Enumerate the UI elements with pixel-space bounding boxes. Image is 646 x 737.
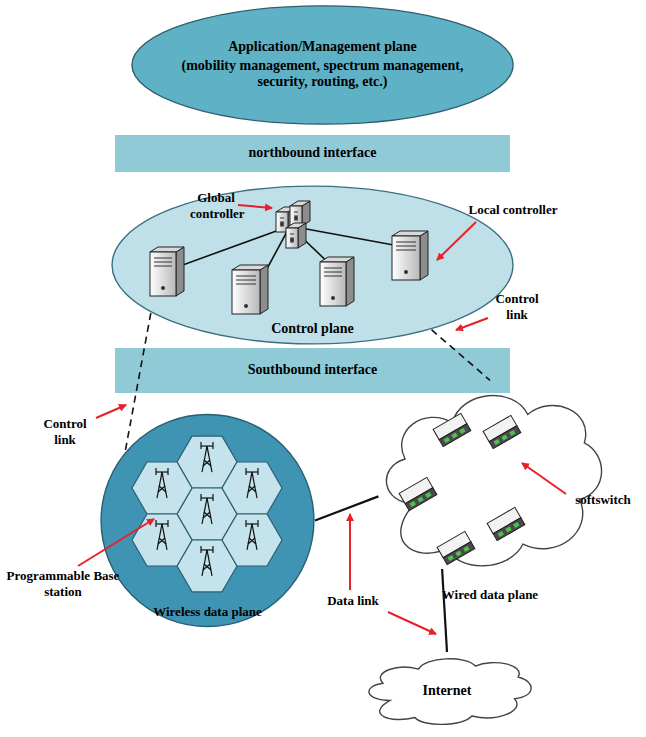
control-link — [125, 313, 151, 451]
control-link — [432, 330, 491, 381]
callout-label: Local controller — [454, 202, 572, 218]
callout-label: Programmable Base station — [4, 568, 122, 599]
callout-label: Global controller — [190, 190, 242, 221]
node-title: Wireless data plane — [153, 604, 262, 620]
node-body: (mobility management, spectrum managemen… — [158, 58, 488, 92]
node-title: Application/Management plane — [228, 39, 417, 56]
node-shape — [372, 378, 608, 581]
node-title: Internet — [423, 683, 472, 700]
data-link — [315, 496, 378, 520]
node-title: northbound interface — [249, 145, 377, 162]
node-title: Control plane — [271, 321, 354, 338]
callout-label: Data link — [318, 593, 388, 609]
management-plane: Application/Management plane (mobility ma… — [130, 5, 515, 125]
callout-label: Control link — [34, 416, 96, 447]
interface-band: Southbound interface — [115, 348, 510, 393]
callout-label: Control link — [486, 291, 548, 322]
internet-cloud: Internet — [358, 652, 536, 730]
data-link — [442, 569, 447, 652]
callout-label: softswitch — [566, 492, 640, 508]
interface-band: northbound interface — [115, 135, 510, 172]
node-title: Southbound interface — [248, 362, 378, 379]
node-title: Wired data plane — [442, 587, 538, 603]
